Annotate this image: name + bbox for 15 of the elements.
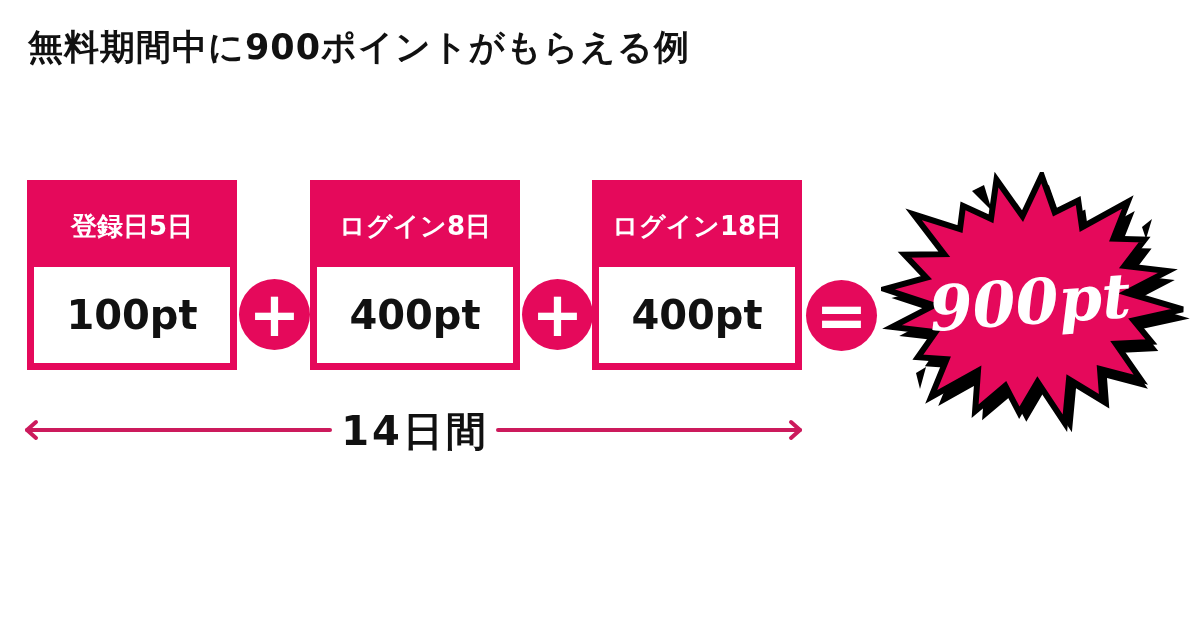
points-value: 400pt bbox=[599, 267, 795, 363]
points-card bbox=[310, 180, 520, 370]
points-card bbox=[27, 180, 237, 370]
points-value: 100pt bbox=[34, 267, 230, 363]
operator-circle: = bbox=[806, 280, 877, 351]
title: 無料期間中に900ポイントがもらえる例 bbox=[28, 26, 691, 68]
card-heading: ログイン8日 bbox=[338, 211, 492, 243]
operator-circle: + bbox=[522, 279, 593, 350]
card-heading: 登録日5日 bbox=[70, 211, 194, 243]
duration-label: 14日間 bbox=[341, 408, 489, 454]
operator-circle: + bbox=[239, 279, 310, 350]
points-value: 400pt bbox=[317, 267, 513, 363]
total-points: 900pt bbox=[927, 261, 1133, 345]
card-heading: ログイン18日 bbox=[611, 211, 783, 243]
points-card bbox=[592, 180, 802, 370]
